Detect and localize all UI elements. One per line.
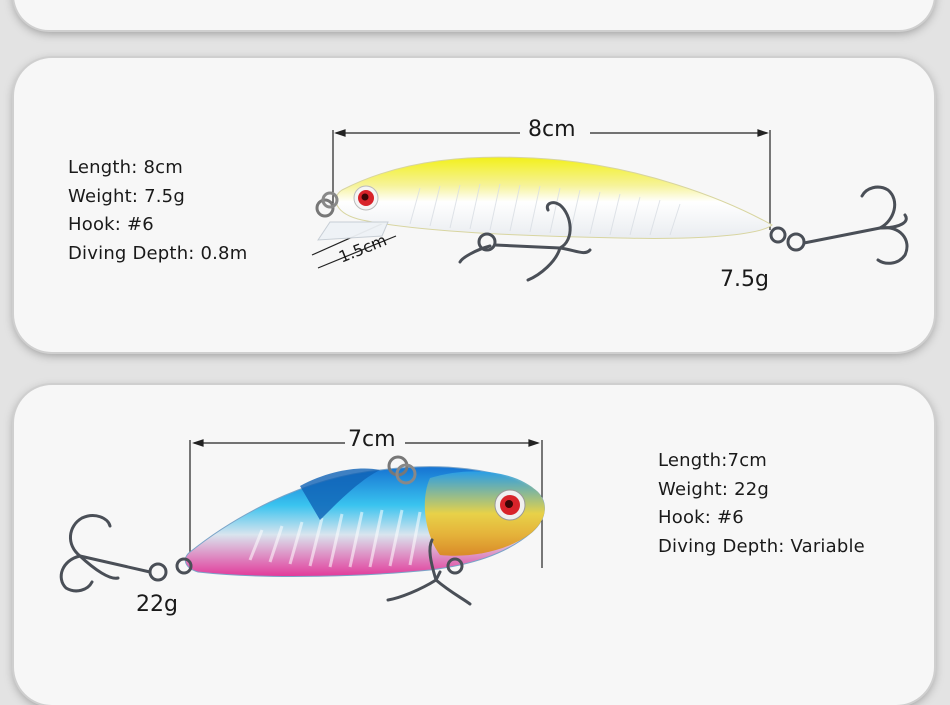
- spec-diving-depth: Diving Depth: Variable: [658, 535, 865, 557]
- belly-treble-hook: [458, 201, 592, 282]
- length-label-2: 7cm: [348, 427, 396, 452]
- spec-weight: Weight: 7.5g: [68, 185, 185, 207]
- minnow-body: [315, 156, 773, 241]
- vib-body: [184, 455, 545, 577]
- spec-hook: Hook: #6: [68, 214, 154, 235]
- minnow-spec-list: Length: 8cm Weight: 7.5g Hook: #6 Diving…: [68, 154, 247, 268]
- minnow-lure-illustration: [59, 129, 909, 606]
- spec-length: Length: 8cm: [68, 157, 183, 178]
- length-label: 8cm: [528, 117, 576, 142]
- spec-hook: Hook: #6: [658, 507, 744, 528]
- spec-weight: Weight: 22g: [658, 478, 770, 500]
- weight-label: 7.5g: [720, 267, 769, 292]
- spec-diving-depth: Diving Depth: 0.8m: [68, 242, 248, 264]
- weight-label-2: 22g: [136, 592, 178, 617]
- vib-spec-list: Length:7cm Weight: 22g Hook: #6 Diving D…: [658, 447, 865, 561]
- tail-treble-hook: [769, 185, 909, 265]
- spec-length: Length:7cm: [658, 450, 768, 471]
- top-card-partial: [14, 0, 934, 30]
- vib-belly-hook: [386, 538, 472, 606]
- vib-tail-hook: [59, 514, 193, 593]
